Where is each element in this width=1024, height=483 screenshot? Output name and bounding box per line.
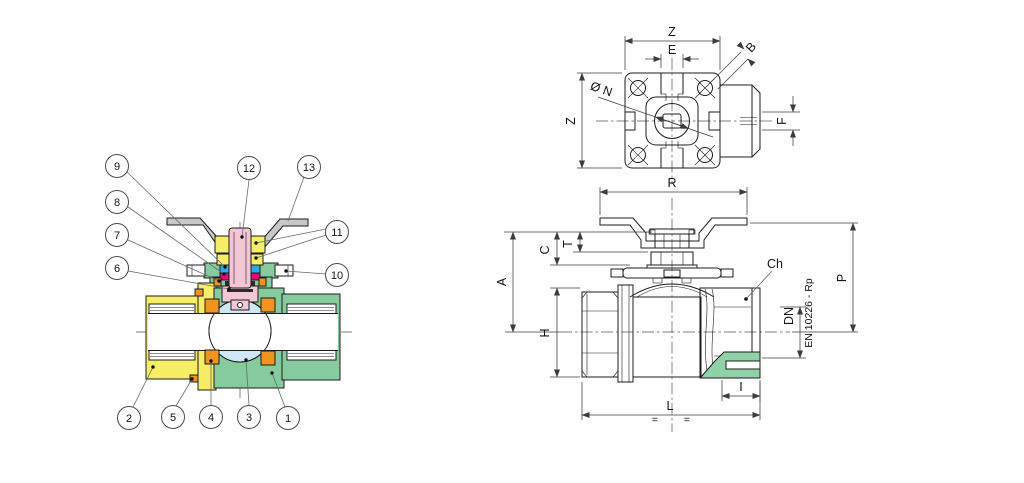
seal-orange-left: [213, 277, 222, 287]
callout-8: 8: [105, 190, 129, 214]
thread-slot: [725, 360, 761, 370]
dim-z-left: Z: [564, 72, 622, 169]
bolt-holes: [627, 77, 716, 166]
callout-3: 3: [237, 405, 261, 429]
callout-11-label: 11: [331, 227, 342, 239]
seat-top-right: [260, 297, 276, 313]
o-ring-cyan-right: [250, 264, 261, 274]
callout-10: 10: [325, 263, 349, 287]
stem: [228, 227, 252, 289]
callout-12-label: 12: [243, 163, 255, 175]
dim-t-label: T: [561, 240, 575, 248]
dim-c: C: [538, 231, 630, 266]
dim-h: H: [538, 287, 580, 378]
ch-label: Ch: [767, 257, 783, 271]
dim-c-label: C: [538, 245, 552, 254]
stop-tab-right: [708, 111, 721, 131]
callout-10-label: 10: [331, 270, 343, 282]
gland-nut-right: [250, 235, 266, 254]
dim-f-label: F: [775, 117, 789, 125]
seat-bottom-right: [260, 350, 276, 366]
dim-z-top: Z: [624, 25, 721, 70]
union-seal-top: [194, 288, 204, 297]
handle-front: [599, 217, 748, 249]
callout-leaders: [126, 171, 327, 408]
stop-tab-left: [624, 111, 636, 131]
union-nut: [581, 291, 619, 378]
eq-mark-right: =: [684, 414, 690, 426]
dim-e-label: E: [668, 43, 676, 57]
front-view: Ch R A C T H: [495, 176, 858, 432]
dim-p: P: [750, 222, 858, 333]
dim-l: L = =: [581, 382, 761, 426]
dim-l-label: L: [667, 399, 674, 413]
callout-3-label: 3: [246, 412, 252, 424]
dim-a-label: A: [495, 277, 509, 286]
dim-i-label: I: [739, 380, 742, 394]
callout-2: 2: [117, 406, 141, 430]
callout-5-label: 5: [170, 412, 176, 424]
label-ch: Ch: [744, 257, 783, 301]
callout-7: 7: [105, 223, 129, 247]
callout-13-label: 13: [303, 162, 315, 174]
thread-standard-label: EN 10226 - Rp: [803, 278, 815, 348]
top-view-port: [720, 84, 761, 158]
ball-assembly: [148, 297, 338, 366]
seal-magenta-right: [250, 272, 261, 281]
callout-12: 12: [237, 156, 261, 180]
dim-f: F: [762, 96, 800, 146]
dim-e: E: [645, 43, 699, 68]
callout-6: 6: [105, 256, 129, 280]
dim-r: R: [599, 176, 748, 215]
dim-n-diameter: Ø N: [589, 79, 714, 138]
dim-z-left-label: Z: [564, 117, 578, 125]
seat-top-left: [204, 298, 220, 314]
callout-11: 11: [325, 220, 349, 244]
dim-t: T: [561, 231, 648, 253]
callout-1-label: 1: [285, 413, 291, 425]
dim-r-label: R: [667, 176, 676, 190]
callout-8-label: 8: [114, 197, 120, 209]
callout-1: 1: [276, 406, 300, 430]
gland-nut-left: [214, 235, 230, 254]
callout-13: 13: [297, 155, 321, 179]
stem-assembly: [213, 227, 267, 311]
stop-pin-right: [274, 264, 294, 277]
callout-7-label: 7: [114, 230, 120, 242]
dim-dn: DN EN 10226 - Rp: [762, 278, 815, 359]
front-body: [581, 283, 761, 383]
eq-mark-left: =: [652, 414, 658, 426]
dim-p-label: P: [835, 274, 849, 282]
callout-9: 9: [105, 154, 129, 178]
callout-5: 5: [161, 405, 185, 429]
dim-n-label: Ø N: [589, 79, 615, 99]
handle-nut: [654, 233, 690, 249]
callout-2-label: 2: [126, 413, 132, 425]
callout-4-label: 4: [208, 412, 214, 424]
callouts: 9 8 7 6 12 13 11 10 2 5 4 3 1: [105, 154, 349, 430]
callout-4: 4: [199, 405, 223, 429]
union-seal-bottom: [189, 374, 199, 383]
seal-orange-right: [258, 277, 267, 287]
dim-h-label: H: [538, 328, 552, 337]
dim-dn-label: DN: [782, 307, 796, 325]
stem-circle: [654, 103, 690, 139]
seat-bottom-left: [204, 349, 220, 365]
callout-9-label: 9: [114, 161, 120, 173]
stem-nut-stack: [610, 228, 734, 284]
dim-z-top-label: Z: [668, 25, 676, 39]
callout-6-label: 6: [114, 263, 120, 275]
section-view: 9 8 7 6 12 13 11 10 2 5 4 3 1: [105, 154, 352, 430]
